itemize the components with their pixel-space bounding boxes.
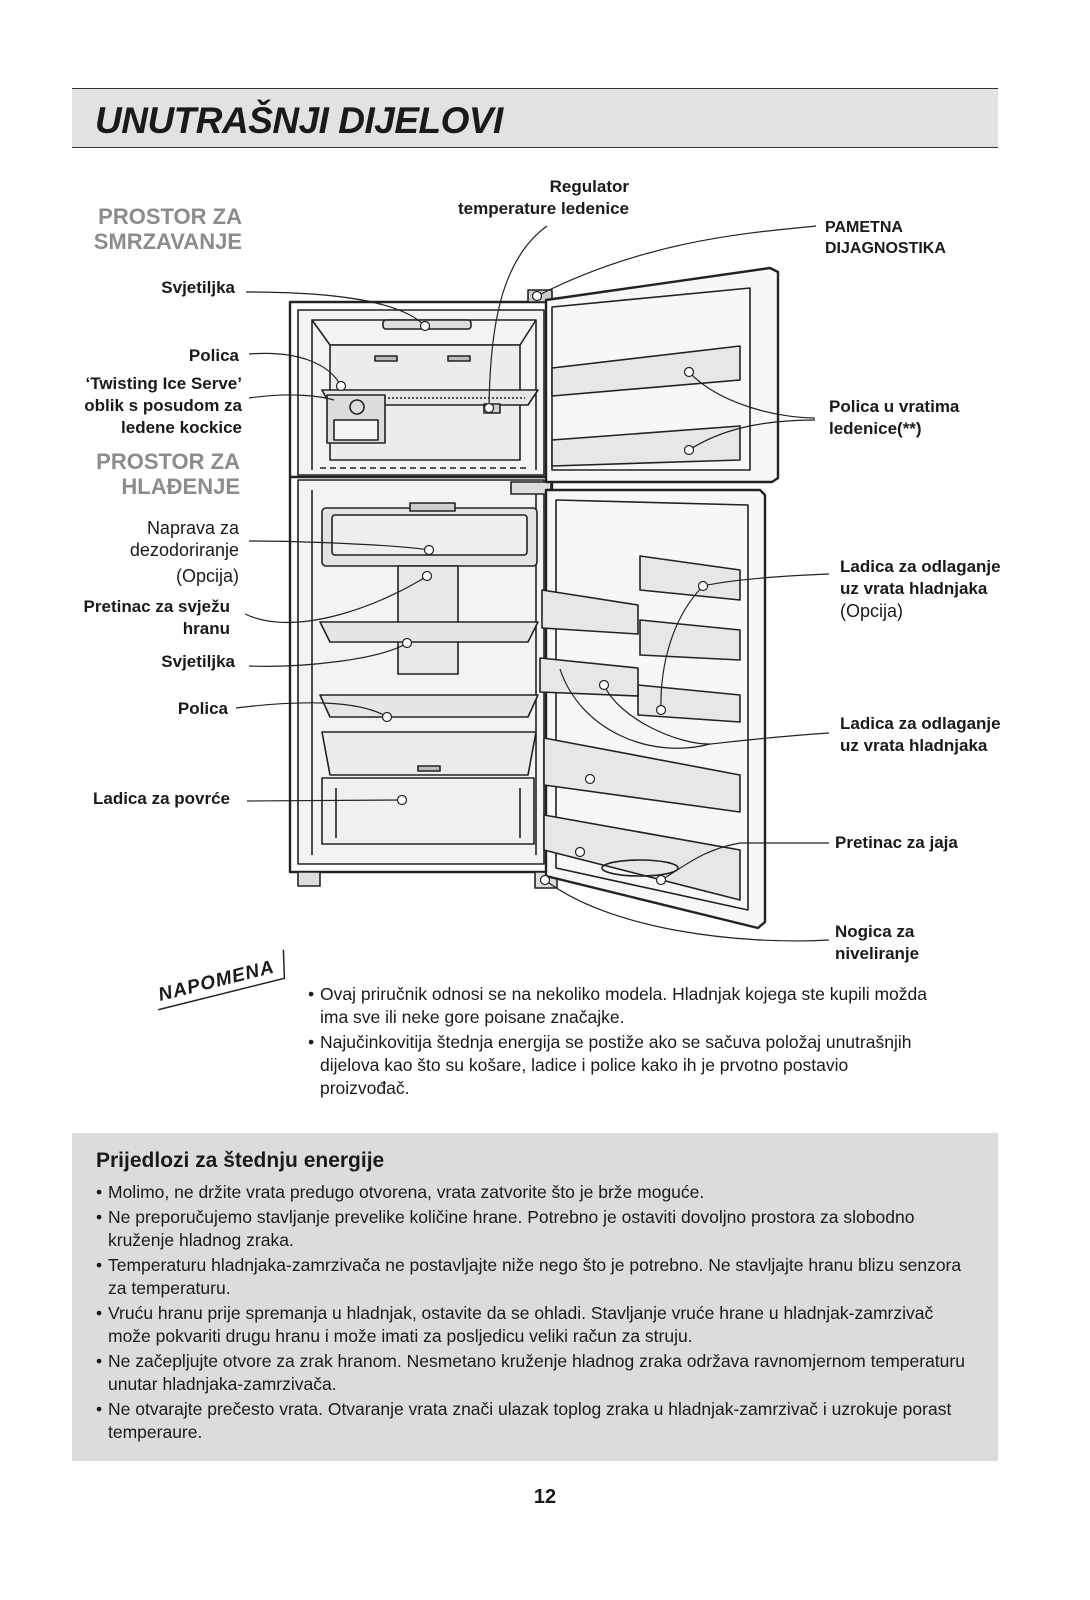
tip-item: Ne otvarajte prečesto vrata. Otvaranje v… bbox=[96, 1398, 966, 1444]
label-lamp-freezer: Svjetiljka bbox=[161, 278, 235, 297]
label-leveling-foot: Nogica za niveliranje bbox=[835, 922, 920, 963]
tip-item: Ne začepljujte otvore za zrak hranom. Ne… bbox=[96, 1350, 966, 1396]
note-item: Najučinkovitija štednja energija se post… bbox=[308, 1031, 928, 1100]
label-door-bin-optional: Ladica za odlaganje uz vrata hladnjaka (… bbox=[840, 557, 1001, 621]
label-fresh-food: Pretinac za svježu hranu bbox=[83, 597, 230, 638]
tip-item: Ne preporučujemo stavljanje prevelike ko… bbox=[96, 1206, 966, 1252]
vegetable-drawer bbox=[321, 777, 535, 845]
tip-item: Temperaturu hladnjaka-zamrzivača ne post… bbox=[96, 1254, 966, 1300]
label-deodorizer: Naprava za dezodoriranje (Opcija) bbox=[129, 518, 239, 586]
note-item: Ovaj priručnik odnosi se na nekoliko mod… bbox=[308, 983, 928, 1029]
label-ice-serve: ‘Twisting Ice Serve’ oblik s posudom za … bbox=[84, 374, 242, 437]
label-shelf-fridge: Polica bbox=[177, 699, 228, 718]
tip-item: Vruću hranu prije spremanja u hladnjak, … bbox=[96, 1302, 966, 1348]
header-bar bbox=[72, 88, 998, 148]
label-egg-tray: Pretinac za jaja bbox=[835, 833, 958, 852]
refrigerator-diagram bbox=[235, 225, 830, 942]
energy-tips-list: Molimo, ne držite vrata predugo otvorena… bbox=[96, 1181, 966, 1446]
note-badge: NAPOMENA bbox=[150, 949, 293, 1012]
note-list: Ovaj priručnik odnosi se na nekoliko mod… bbox=[308, 983, 928, 1102]
fridge-shelf-1 bbox=[319, 621, 539, 643]
label-vegetable-drawer: Ladica za povrće bbox=[92, 789, 230, 808]
fridge-section-title: PROSTOR ZA HLAĐENJE bbox=[96, 449, 240, 499]
freezer-section-title: PROSTOR ZA SMRZAVANJE bbox=[93, 204, 242, 254]
page-title: UNUTRAŠNJI DIJELOVI bbox=[95, 100, 503, 141]
label-freezer-door-shelf: Polica u vratima ledenice(**) bbox=[829, 397, 960, 438]
label-lamp-fridge: Svjetiljka bbox=[161, 652, 235, 671]
label-regulator: Regulator temperature ledenice bbox=[457, 177, 629, 218]
label-door-bin: Ladica za odlaganje uz vrata hladnjaka bbox=[840, 714, 1001, 755]
label-shelf-freezer: Polica bbox=[188, 346, 239, 365]
energy-tips-title: Prijedlozi za štednju energije bbox=[96, 1149, 385, 1172]
page-number: 12 bbox=[533, 1486, 557, 1508]
label-diagnostics: PAMETNA DIJAGNOSTIKA bbox=[825, 219, 946, 257]
tip-item: Molimo, ne držite vrata predugo otvorena… bbox=[96, 1181, 966, 1204]
note-badge-frame bbox=[158, 949, 286, 1011]
